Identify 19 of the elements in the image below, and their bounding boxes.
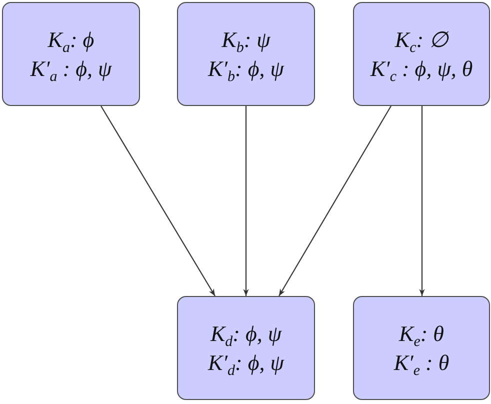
- math-label: K$_{e}$: θ: [399, 320, 444, 348]
- arrow: [278, 106, 392, 296]
- math-label: K′$_{d}$: ϕ, ψ: [208, 349, 284, 377]
- rounded-box: [177, 2, 315, 106]
- rounded-box: [353, 296, 490, 400]
- math-label: K$_{b}$: ψ: [222, 26, 270, 54]
- rounded-box: [177, 296, 315, 400]
- math-label: K′$_{e}$ : θ: [394, 349, 450, 377]
- arrow: [100, 106, 216, 296]
- math-label: K′$_{b}$: ϕ, ψ: [208, 55, 284, 83]
- math-label: K$_{c}$: ∅: [394, 26, 448, 54]
- rounded-box: [353, 2, 490, 106]
- math-label: K$_{d}$: ϕ, ψ: [210, 320, 282, 348]
- arrow: [243, 106, 249, 296]
- rounded-box: [2, 2, 140, 106]
- math-label: K′$_{c}$ : ϕ, ψ, θ: [370, 55, 473, 83]
- arrow: [419, 106, 425, 296]
- math-label: K$_{a}$: ϕ: [48, 26, 94, 54]
- math-label: K′$_{a}$ : ϕ, ψ: [30, 55, 112, 83]
